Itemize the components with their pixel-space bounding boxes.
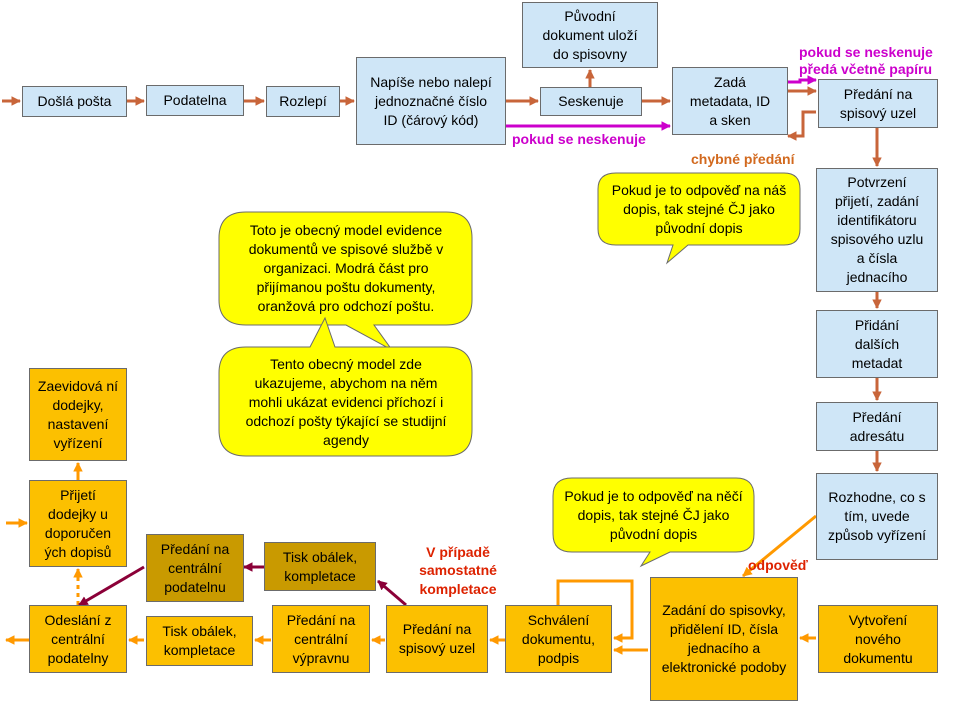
- label-pokud-neskenuje-bottom: pokud se neskenuje: [512, 131, 646, 147]
- box-odeslani: Odeslání z centrální podatelny: [29, 605, 127, 673]
- box-pridani-metadat: Přidání dalších metadat: [816, 310, 938, 378]
- box-zada-metadata: Zadá metadata, ID a sken: [672, 67, 788, 135]
- box-odeslani-text: Odeslání z centrální podatelny: [44, 611, 112, 666]
- box-potvrzeni-prijeti-text: Potvrzení přijetí, zadání identifikátoru…: [830, 174, 924, 285]
- box-zada-metadata-text: Zadá metadata, ID a sken: [689, 73, 771, 128]
- box-predani-podatelnu: Předání na centrální podatelnu: [146, 534, 244, 602]
- arrow-preda-vcetne: [788, 75, 817, 85]
- note-obecny-model: Toto je obecný model evidence dokumentů …: [222, 214, 470, 322]
- box-predani-adresatu-text: Předání adresátu: [849, 408, 905, 444]
- box-zadani-spisovka: Zadání do spisovky, přidělení ID, čísla …: [650, 577, 798, 701]
- box-zaevidovani-text: Zaevidová ní dodejky, nastavení vyřízení: [37, 377, 119, 451]
- skip-scan-arrows: [506, 75, 817, 131]
- speech-bubbles: [218, 172, 801, 568]
- arrow-chybne-predani: [787, 110, 816, 141]
- box-tisk-obalek-1-text: Tisk obálek, kompletace: [162, 623, 237, 658]
- box-rozhodne-text: Rozhodne, co s tím, uvede způsob vyřízen…: [827, 489, 927, 543]
- box-podatelna: Podatelna: [146, 85, 244, 116]
- label-pokud-neskenuje-top: pokud se neskenuje: [799, 44, 933, 60]
- box-zadani-spisovka-text: Zadání do spisovky, přidělení ID, čísla …: [661, 602, 787, 675]
- box-rozlepi: Rozlepí: [266, 86, 340, 117]
- note-studijni-text: Tento obecný model zde ukazujeme, abycho…: [245, 355, 447, 448]
- box-predani-spisovy-uzel-text: Předání na spisový uzel: [839, 85, 917, 121]
- box-rozhodne: Rozhodne, co s tím, uvede způsob vyřízen…: [816, 473, 938, 560]
- outgoing-orange-arrows: [5, 462, 817, 655]
- note-odpoved-nas-text: Pokud je to odpověď na náš dopis, tak st…: [611, 181, 787, 236]
- box-schvaleni-text: Schválení dokumentu, podpis: [521, 611, 596, 666]
- box-predani-vypravnu-text: Předání na centrální výpravnu: [286, 611, 356, 666]
- note-studijni: Tento obecný model zde ukazujeme, abycho…: [222, 350, 470, 454]
- box-puvodni-dokument: Původní dokument uloží do spisovny: [522, 2, 658, 68]
- box-tisk-obalek-2: Tisk obálek, kompletace: [264, 542, 376, 591]
- box-potvrzeni-prijeti: Potvrzení přijetí, zadání identifikátoru…: [816, 168, 938, 292]
- box-pridani-metadat-text: Přidání dalších metadat: [851, 316, 903, 371]
- box-predani-spisovy-uzel: Předání na spisový uzel: [818, 79, 938, 128]
- box-puvodni-dokument-text: Původní dokument uloží do spisovny: [542, 7, 638, 62]
- box-napise-id: Napíše nebo nalepí jednoznačné číslo ID …: [356, 57, 506, 145]
- box-seskenuje: Seskenuje: [540, 87, 642, 116]
- bubble-studijni: [218, 316, 473, 457]
- box-vytvoreni-dokumentu-text: Vytvoření nového dokumentu: [843, 611, 913, 666]
- arrow-predani-tisk2: [377, 579, 407, 607]
- arrow-rozhodne-zadani: [742, 514, 817, 578]
- box-zaevidovani: Zaevidová ní dodejky, nastavení vyřízení: [29, 368, 127, 461]
- box-prijeti-dodejky-text: Přijetí dodejky u doporučen ých dopisů: [44, 486, 112, 560]
- arrow-podatelnu-odeslani: [78, 565, 145, 607]
- box-napise-id-text: Napíše nebo nalepí jednoznačné číslo ID …: [370, 73, 492, 128]
- note-odpoved-nas: Pokud je to odpověď na náš dopis, tak st…: [600, 175, 798, 243]
- box-podatelna-text: Podatelna: [163, 92, 227, 108]
- bubble-odpoved-nas: [597, 172, 801, 265]
- label-chybne-predani: chybné předání: [691, 151, 795, 167]
- label-odpoved: odpověď: [748, 557, 808, 573]
- box-predani-vypravnu: Předání na centrální výpravnu: [272, 605, 370, 673]
- label-preda-vcetne: předá včetně papíru: [799, 61, 933, 77]
- box-predani-adresatu: Předání adresátu: [816, 402, 938, 451]
- bubble-obecny-model: [218, 211, 473, 351]
- box-prijeti-dodejky: Přijetí dodejky u doporučen ých dopisů: [29, 480, 127, 567]
- note-odpoved-neci-text: Pokud je to odpověď na něčí dopis, tak s…: [564, 487, 743, 542]
- note-odpoved-neci: Pokud je to odpověď na něčí dopis, tak s…: [555, 480, 752, 550]
- arrow-schvaleni-loop: [556, 579, 634, 643]
- incoming-arrows: [2, 69, 882, 472]
- box-predani-uzel-out: Předání na spisový uzel: [386, 605, 488, 673]
- box-tisk-obalek-1: Tisk obálek, kompletace: [146, 616, 253, 666]
- dispatch-arrows: [78, 562, 407, 607]
- bubble-odpoved-neci: [552, 477, 755, 568]
- label-v-pripade: V případě: [426, 544, 490, 560]
- box-dosla-posta-text: Došlá pošta: [37, 93, 112, 109]
- box-schvaleni: Schválení dokumentu, podpis: [505, 605, 612, 673]
- box-rozlepi-text: Rozlepí: [279, 93, 327, 109]
- box-seskenuje-text: Seskenuje: [558, 93, 624, 109]
- box-dosla-posta: Došlá pošta: [22, 86, 127, 117]
- label-samostatne: samostatné: [419, 562, 497, 578]
- box-predani-podatelnu-text: Předání na centrální podatelnu: [160, 540, 230, 595]
- note-obecny-model-text: Toto je obecný model evidence dokumentů …: [248, 221, 444, 314]
- box-vytvoreni-dokumentu: Vytvoření nového dokumentu: [818, 605, 938, 673]
- box-predani-uzel-out-text: Předání na spisový uzel: [398, 621, 476, 656]
- label-kompletace: kompletace: [419, 581, 497, 597]
- box-tisk-obalek-2-text: Tisk obálek, kompletace: [282, 548, 358, 584]
